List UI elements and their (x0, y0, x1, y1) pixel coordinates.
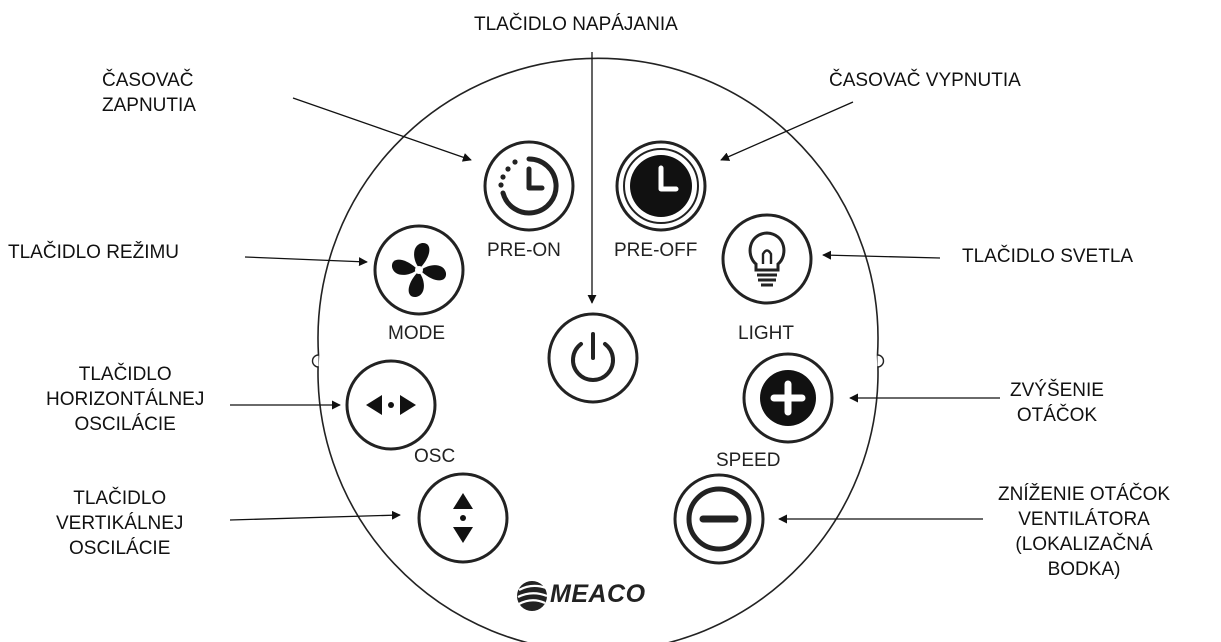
brand-logo-text: MEACO (550, 580, 646, 608)
callout-horizontal-osc: TLAČIDLO HORIZONTÁLNEJ OSCILÁCIE (46, 362, 204, 437)
callout-line: TLAČIDLO NAPÁJANIA (474, 14, 678, 35)
pre-on-timer-button[interactable] (482, 139, 576, 233)
power-icon (571, 332, 615, 382)
timer-dotted-icon (498, 156, 559, 216)
callout-line: VENTILÁTORA (1018, 509, 1150, 530)
callout-light: TLAČIDLO SVETLA (962, 244, 1133, 269)
callout-speed-up: ZVÝŠENIE OTÁČOK (1010, 378, 1104, 428)
meaco-globe-icon (517, 581, 548, 611)
callout-line: TLAČIDLO REŽIMU (8, 242, 180, 263)
vertical-osc-button[interactable] (416, 471, 510, 565)
callout-line: OSCILÁCIE (69, 538, 171, 559)
callout-line: BODKA) (1047, 559, 1121, 580)
horizontal-osc-button[interactable] (344, 358, 438, 452)
bulb-icon (748, 231, 786, 287)
callout-line: ČASOVAČ VYPNUTIA (829, 70, 1021, 91)
callout-line: ZVÝŠENIE (1010, 380, 1104, 401)
callout-line: TLAČIDLO (73, 488, 167, 509)
arrow-mode (244, 256, 368, 267)
speed-up-button[interactable] (741, 351, 835, 445)
arrow-light (822, 250, 941, 260)
pre-on-label: PRE-ON (487, 240, 561, 261)
panel-outline (317, 57, 879, 356)
callout-line: HORIZONTÁLNEJ (46, 389, 205, 410)
callout-pre-on-timer: ČASOVAČ ZAPNUTIA (102, 68, 196, 118)
callout-speed-down: ZNÍŽENIE OTÁČOK VENTILÁTORA (LOKALIZAČNÁ… (998, 482, 1170, 582)
power-button[interactable] (546, 311, 640, 405)
callout-line: TLAČIDLO SVETLA (962, 246, 1134, 267)
up-down-arrows-icon (453, 493, 473, 543)
callout-line: OSCILÁCIE (74, 414, 176, 435)
arrow-pre-off (720, 101, 854, 161)
clock-filled-icon (630, 155, 692, 217)
osc-label: OSC (414, 446, 456, 467)
arrow-pre-on (292, 97, 472, 162)
pre-off-label: PRE-OFF (614, 240, 698, 261)
callout-line: OTÁČOK (1016, 405, 1098, 426)
callout-line: ZNÍŽENIE OTÁČOK (998, 484, 1171, 505)
fan-icon (391, 242, 447, 298)
callout-line: VERTIKÁLNEJ (56, 513, 184, 534)
callout-vertical-osc: TLAČIDLO VERTIKÁLNEJ OSCILÁCIE (56, 486, 183, 561)
speed-down-button[interactable] (672, 472, 766, 566)
minus-icon (686, 486, 752, 552)
pre-off-timer-button[interactable] (614, 139, 708, 233)
light-button[interactable] (720, 212, 814, 306)
callout-line: (LOKALIZAČNÁ (1015, 534, 1153, 555)
left-right-arrows-icon (366, 395, 416, 415)
callout-line: ZAPNUTIA (102, 95, 196, 116)
arrow-vertical-osc (229, 510, 401, 521)
plus-icon (760, 370, 816, 426)
mode-button[interactable] (372, 223, 466, 317)
callout-pre-off-timer: ČASOVAČ VYPNUTIA (829, 68, 1021, 93)
callout-mode: TLAČIDLO REŽIMU (8, 240, 179, 265)
light-label: LIGHT (738, 323, 794, 344)
speed-label: SPEED (716, 450, 781, 471)
callout-line: ČASOVAČ (102, 70, 194, 91)
mode-label: MODE (388, 323, 445, 344)
callout-power: TLAČIDLO NAPÁJANIA (474, 12, 678, 37)
callout-line: TLAČIDLO (78, 364, 172, 385)
